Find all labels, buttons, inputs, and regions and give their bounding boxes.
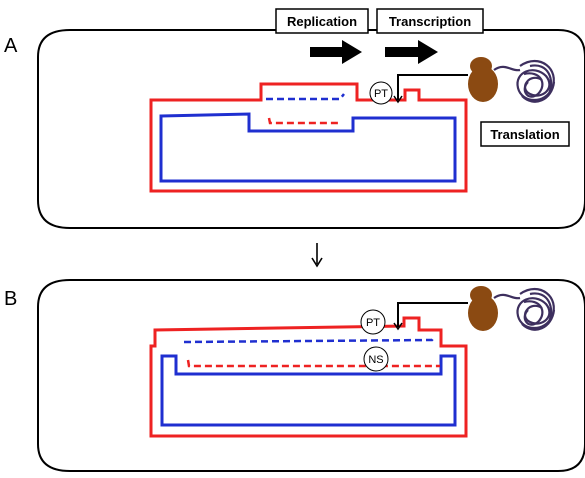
panel-b-letter: B (4, 288, 17, 310)
ns-label: NS (368, 354, 383, 366)
panel-b-blue-inner-strand (160, 354, 457, 427)
panel-a-blue-dashed-strand (266, 93, 345, 101)
panel-a-letter: A (4, 35, 18, 57)
pt-circle-top (369, 81, 393, 105)
panel-a-red-outer-strand (149, 82, 468, 193)
panel-b-promoter-arrow (397, 302, 468, 327)
panel-a-blue-inner-strand (159, 112, 457, 183)
panel-b-blue-dashed-strand (183, 335, 436, 344)
panel-b-ribosome (468, 286, 498, 331)
translation-label-box (480, 121, 570, 147)
panel-b-red-dashed-strand (186, 359, 440, 368)
panel-a-promoter-arrow (397, 74, 468, 100)
transition-down-arrow (311, 243, 323, 268)
pt-label-bottom: PT (366, 317, 380, 329)
panel-b-protein-tangle (493, 287, 556, 331)
replication-label-box (275, 8, 369, 34)
panel-a-protein-tangle (493, 59, 556, 103)
panel-a-promoter-arrowhead (393, 95, 403, 104)
transcription-label-box (376, 8, 484, 34)
replication-arrow (310, 40, 362, 64)
panel-a-ribosome (468, 57, 498, 102)
translation-label: Translation (490, 127, 559, 142)
transcription-label: Transcription (389, 14, 471, 29)
pt-circle-bottom (360, 309, 386, 335)
panel-a-cell-outline (37, 29, 585, 229)
transcription-arrow (385, 40, 438, 64)
ns-circle (363, 346, 389, 372)
panel-b-promoter-arrowhead (393, 322, 403, 331)
panel-b-red-outer-strand (149, 316, 468, 438)
panel-a-red-dashed-strand (267, 117, 341, 125)
pt-label-top: PT (374, 88, 388, 100)
replication-label: Replication (287, 14, 357, 29)
